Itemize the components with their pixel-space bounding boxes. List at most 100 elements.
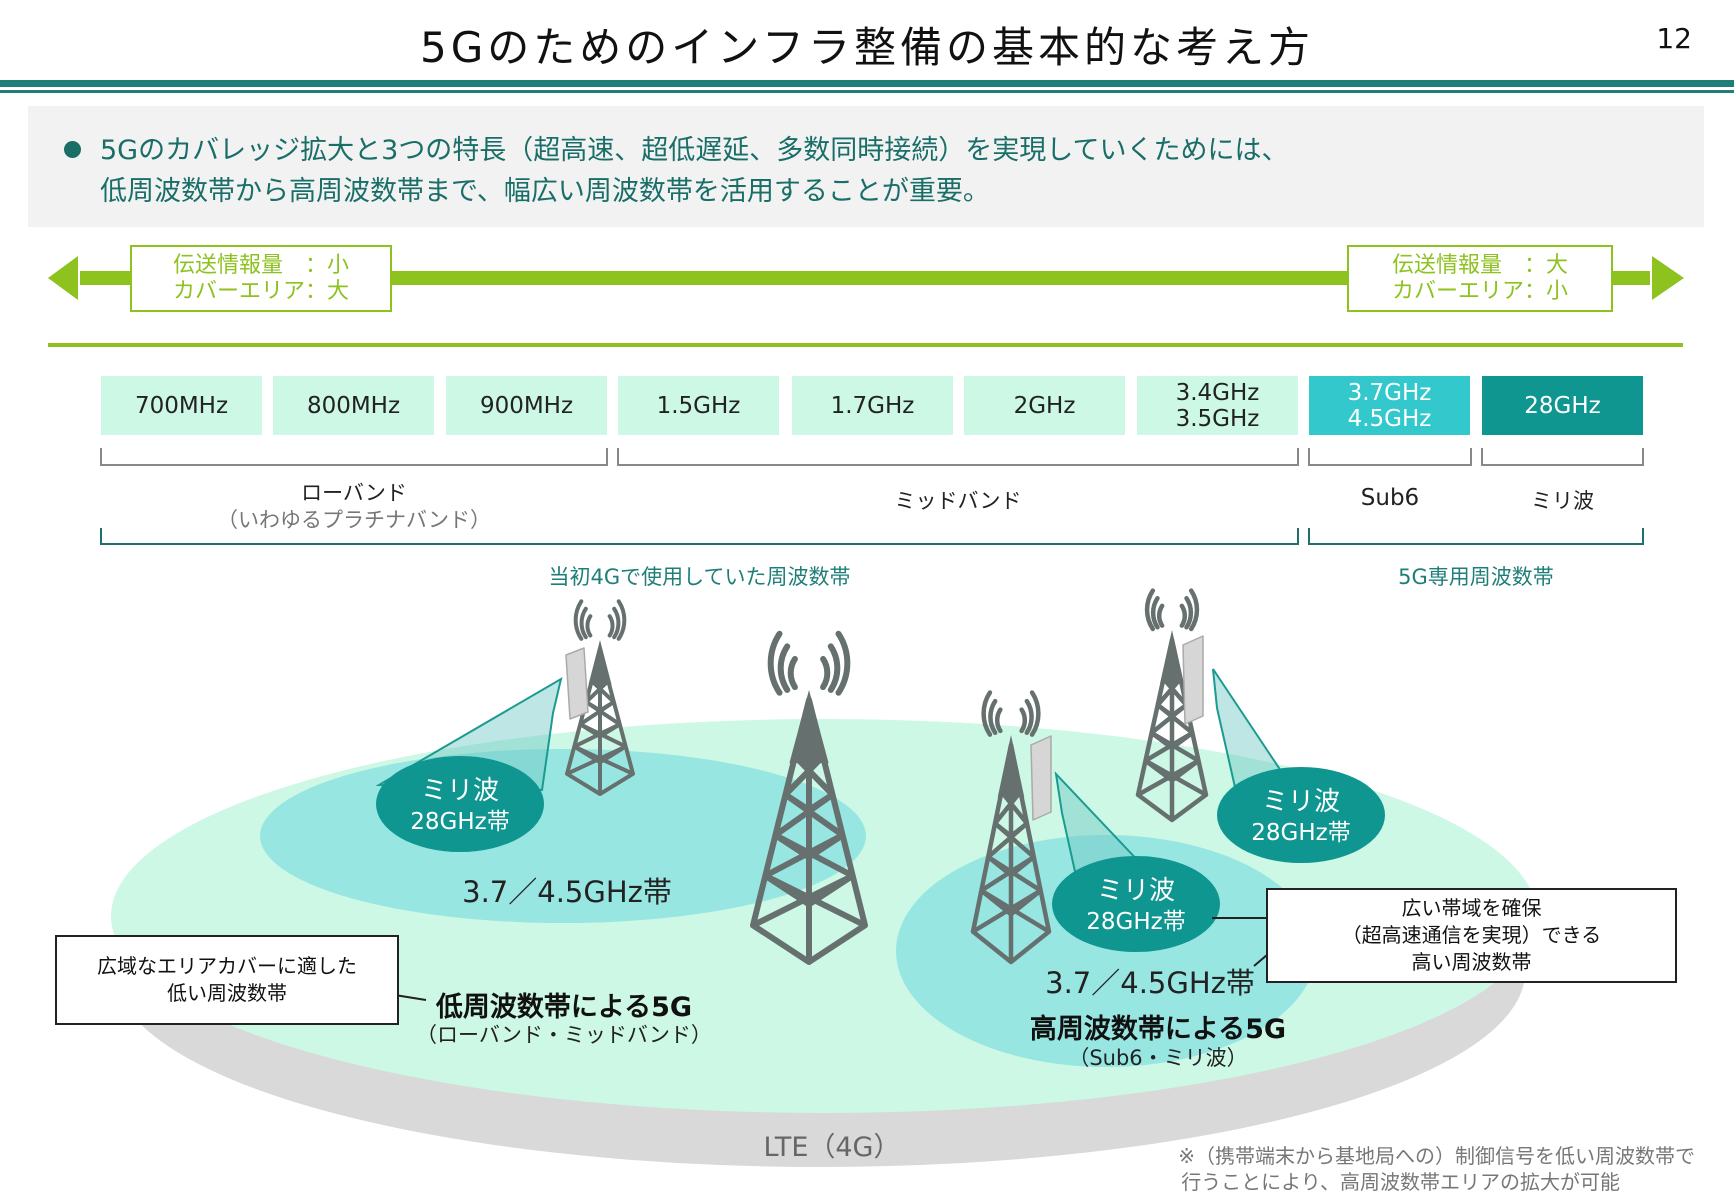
scale-right-box: 伝送情報量 ：大 カバーエリア：小 <box>1347 245 1613 312</box>
signal-wave-icon <box>1150 595 1160 630</box>
scale-right-line-1: 伝送情報量 ：大 <box>1391 253 1568 278</box>
tower-antenna <box>1160 630 1184 684</box>
summary-line-2: 低周波数帯から高周波数帯まで、幅広い周波数帯を活用することが重要。 <box>100 176 990 207</box>
low-callout-line-2: 低い周波数帯 <box>167 981 287 1005</box>
mmw-oval-shape <box>1052 856 1220 952</box>
cell-tower-icon <box>1135 588 1209 823</box>
signal-wave-icon <box>787 655 798 691</box>
scale-left-line-1: 伝送情報量 ：小 <box>172 253 349 278</box>
scale-right-line-2: カバーエリア：小 <box>1391 279 1568 304</box>
band-label: 900MHz <box>479 392 574 419</box>
tower-lattice <box>1135 637 1209 823</box>
band-label: 1.7GHz <box>830 392 915 419</box>
arrow-left-icon <box>48 256 78 300</box>
signal-wave-icon <box>995 707 1003 734</box>
signal-wave-icon <box>777 643 791 693</box>
group-low-sub: （いわゆるプラチナバンド） <box>216 508 492 532</box>
page-number: 12 <box>1656 22 1692 55</box>
group-mmw-label: ミリ波 <box>1531 489 1594 513</box>
cell-tower-icon <box>750 630 868 965</box>
signal-wave-icon <box>1024 698 1034 736</box>
tower-lattice <box>565 648 635 796</box>
mmw-antenna-panel <box>565 647 589 720</box>
mmw-oval-label: ミリ波 <box>421 776 499 806</box>
signal-wave-icon <box>827 643 841 693</box>
arrow-right-icon <box>1652 256 1684 300</box>
band-label: 3.5GHz <box>1175 405 1260 432</box>
high-band-sub: （Sub6・ミリ波） <box>1068 1046 1247 1070</box>
signal-wave-icon <box>579 606 588 640</box>
mmw-antenna-panel <box>1182 635 1204 725</box>
tower-antenna <box>789 690 829 764</box>
summary-line-1: 5Gのカバレッジ拡大と3つの特長（超高速、超低遅延、多数同時接続）を実現していく… <box>100 135 1289 166</box>
cell-tower-icon <box>970 690 1052 965</box>
band-label: 700MHz <box>134 392 229 419</box>
band-800mhz: 800MHz <box>273 376 434 435</box>
band-label: 2GHz <box>1013 392 1076 419</box>
signal-wave-icon <box>1019 707 1027 734</box>
mmw-oval-band: 28GHz帯 <box>1251 820 1350 846</box>
scale-left-box: 伝送情報量 ：小 カバーエリア：大 <box>130 245 392 312</box>
group-mid-label: ミッドバンド <box>894 489 1022 513</box>
band-label: 3.4GHz <box>1175 379 1260 406</box>
footnote-line-2: 行うことにより、高周波数帯エリアの拡大が可能 <box>1181 1170 1620 1194</box>
mmw-oval: ミリ波 28GHz帯 <box>1217 767 1385 863</box>
scale-arrow <box>48 256 1684 347</box>
bracket-sub6 <box>1308 448 1472 466</box>
band-900mhz: 900MHz <box>446 376 607 435</box>
tower-antenna <box>588 640 612 685</box>
high-callout-line-1: 広い帯域を確保 <box>1401 896 1542 920</box>
band-label: 28GHz <box>1524 392 1601 419</box>
mmw-oval-shape <box>376 756 544 852</box>
signal-wave-icon <box>585 614 593 638</box>
bullet-icon <box>64 141 81 158</box>
low-band-sub: （ローバンド・ミッドバンド） <box>416 1023 712 1047</box>
signal-wave-icon <box>1184 595 1194 630</box>
signal-wave-icon <box>820 655 831 691</box>
tower-antenna <box>997 735 1025 798</box>
section-divider <box>48 343 1683 347</box>
bracket-dedicated <box>1308 528 1644 545</box>
band-label: 1.5GHz <box>656 392 741 419</box>
header-rule-thin <box>0 90 1734 93</box>
signal-wave-icon <box>988 698 998 736</box>
band-1-5ghz: 1.5GHz <box>618 376 779 435</box>
signal-wave-icon <box>767 630 783 696</box>
low-band-title: 低周波数帯による5G <box>435 991 692 1023</box>
group-sub6-label: Sub6 <box>1360 485 1420 511</box>
bracket-mmw <box>1481 448 1644 466</box>
signal-wave-icon <box>1156 603 1165 628</box>
summary-box: 5Gのカバレッジ拡大と3つの特長（超高速、超低遅延、多数同時接続）を実現していく… <box>28 106 1704 227</box>
mmw-oval-shape <box>1217 767 1385 863</box>
signal-wave-icon <box>1188 588 1200 632</box>
high-callout-line-2: （超高速通信を実現）できる <box>1341 923 1602 947</box>
band-700mhz: 700MHz <box>101 376 262 435</box>
low-callout-line-1: 広域なエリアカバーに適した <box>97 954 357 978</box>
signal-wave-icon <box>835 630 851 696</box>
tower-lattice <box>970 742 1052 965</box>
band-label: 3.7GHz <box>1347 379 1432 406</box>
band-label: 4.5GHz <box>1347 405 1432 432</box>
signal-wave-icon <box>612 606 621 640</box>
band-brackets <box>100 448 1644 545</box>
high-band-title: 高周波数帯による5G <box>1030 1013 1286 1045</box>
mmw-oval-label: ミリ波 <box>1262 787 1340 817</box>
bracket-legacy <box>100 528 1299 545</box>
scale-left-line-2: カバーエリア：大 <box>172 279 349 304</box>
group-dedicated-label: 5G専用周波数帯 <box>1398 565 1554 589</box>
high-callout-line-3: 高い周波数帯 <box>1411 950 1532 974</box>
signal-wave-icon <box>607 614 615 638</box>
signal-wave-icon <box>573 599 584 641</box>
sub6-area-right-label: 3.7／4.5GHz帯 <box>1045 966 1255 1000</box>
band-label: 800MHz <box>306 392 401 419</box>
group-low-label: ローバンド <box>301 481 407 505</box>
bracket-mid <box>617 448 1299 466</box>
page-title: 5Gのためのインフラ整備の基本的な考え方 <box>419 23 1314 72</box>
lte-label: LTE（4G） <box>764 1132 901 1163</box>
header-rule-thick <box>0 80 1734 87</box>
